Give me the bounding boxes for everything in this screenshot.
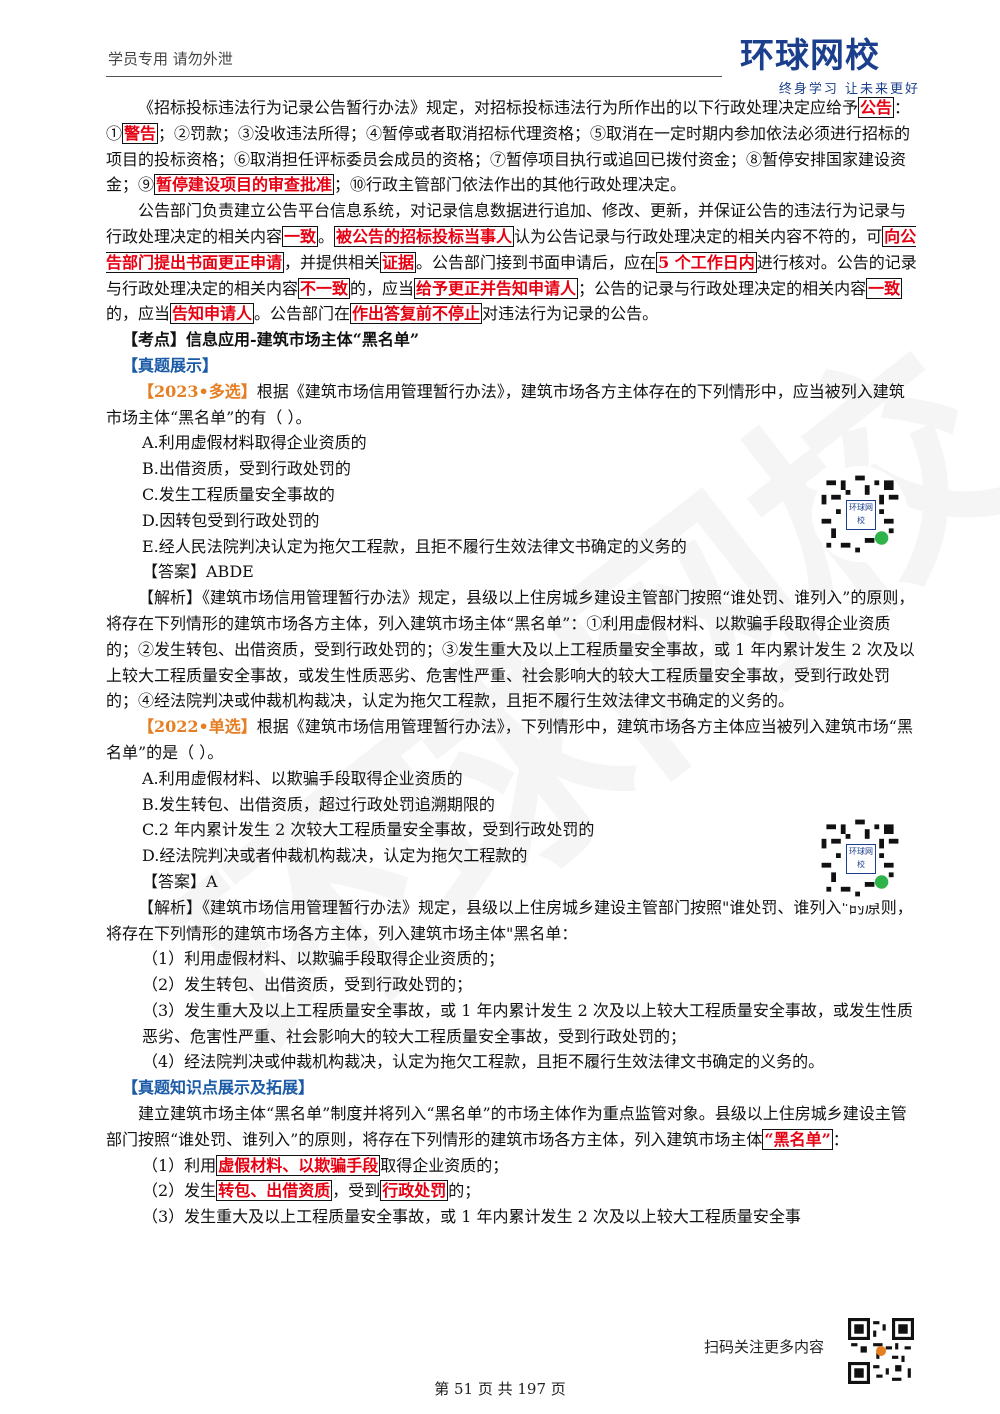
highlight: 一致	[282, 225, 319, 247]
text: 根据《建筑市场信用管理暂行办法》，建筑市场各方主体存在的下列情形中，应当被列入建…	[106, 381, 905, 427]
highlight: 暂停建设项目的审查批准	[154, 174, 335, 196]
header-note: 学员专用 请勿外泄	[108, 50, 233, 68]
extension-paragraph: 建立建筑市场主体“黑名单”制度并将列入“黑名单”的市场主体作为重点监管对象。县级…	[106, 1101, 918, 1153]
analysis-item: （1）利用虚假材料、以欺骗手段取得企业资质的；	[142, 949, 505, 969]
highlight: 5 个工作日内	[656, 251, 757, 273]
text: 建立建筑市场主体“黑名单”制度并将列入“黑名单”的市场主体作为重点监管对象。县级…	[106, 1104, 907, 1149]
logo-text: 环球网校	[740, 36, 880, 76]
text: （1）利用	[142, 1155, 217, 1175]
analysis: 【解析】《建筑市场信用管理暂行办法》规定，县级以上住房城乡建设主管部门按照“谁处…	[106, 588, 915, 711]
paragraph-penalties: 《招标投标违法行为记录公告暂行办法》规定，对招标投标违法行为所作出的以下行政处理…	[106, 95, 918, 198]
option-b: B.出借资质，受到行政处罚的	[142, 459, 351, 479]
kaodian-heading: 【考点】信息应用-建筑市场主体“黑名单”	[122, 330, 420, 350]
question-tag: 【2022•单选】	[138, 717, 257, 737]
highlight: 给予更正并告知申请人	[414, 277, 579, 299]
option-d: D.经法院判决或者仲裁机构裁决，认定为拖欠工程款的	[142, 846, 528, 866]
text: 。公告部门在	[254, 304, 351, 324]
question-2023-stem: 【2023•多选】根据《建筑市场信用管理暂行办法》，建筑市场各方主体存在的下列情…	[106, 379, 918, 431]
highlight: 不一致	[298, 277, 351, 299]
main-content: 《招标投标违法行为记录公告暂行办法》规定，对招标投标违法行为所作出的以下行政处理…	[106, 95, 918, 1230]
highlight: 作出答复前不停止	[350, 303, 483, 325]
extension-item: （2）发生转包、出借资质，受到行政处罚的；	[106, 1178, 918, 1204]
page-number: 第 51 页 共 197 页	[434, 1380, 566, 1398]
highlight: 被公告的招标投标当事人	[334, 225, 515, 247]
qr-code-icon	[812, 466, 908, 562]
paragraph-announcement-system: 公告部门负责建立公告平台信息系统，对记录信息数据进行追加、修改、更新，并保证公告…	[106, 198, 918, 327]
answer: 【答案】A	[142, 871, 218, 891]
text: 《招标投标违法行为记录公告暂行办法》规定，对招标投标违法行为所作出的以下行政处理…	[138, 98, 859, 117]
text: 进行核对。公告的记录与行政处理决定的相关内容	[106, 252, 917, 298]
text: 的，应当	[106, 304, 171, 324]
question-2022-stem: 【2022•单选】根据《建筑市场信用管理暂行办法》，下列情形中，建筑市场各方主体…	[106, 714, 918, 766]
option-a: A.利用虚假材料、以欺骗手段取得企业资质的	[142, 768, 463, 788]
highlight: 虚假材料、以欺骗手段	[216, 1154, 381, 1176]
text: 。	[318, 226, 335, 246]
highlight: 公告	[858, 97, 895, 118]
logo: 环球网校 终身学习 让未来更好	[740, 36, 920, 98]
text: ，受到	[332, 1181, 381, 1201]
text: ，并提供相关	[284, 252, 381, 272]
option-b: B.发生转包、出借资质，超过行政处罚追溯期限的	[142, 794, 495, 814]
logo-tagline: 终身学习 让未来更好	[778, 82, 920, 97]
question-tag: 【2023•多选】	[138, 381, 257, 401]
highlight: 证据	[380, 251, 417, 273]
analysis: 【解析】《建筑市场信用管理暂行办法》规定，县级以上住房城乡建设主管部门按照"谁处…	[106, 897, 913, 943]
analysis-item: （4）经法院判决或仲裁机构裁决，认定为拖欠工程款，且拒不履行生效法律文书确定的义…	[142, 1052, 825, 1072]
footer-qr-code	[848, 1318, 914, 1384]
text: 根据《建筑市场信用管理暂行办法》，下列情形中，建筑市场各方主体应当被列入建筑市场…	[106, 717, 913, 762]
option-a: A.利用虚假材料取得企业资质的	[142, 433, 367, 453]
text: 取得企业资质的；	[380, 1155, 509, 1175]
option-e: E.经人民法院判决认定为拖欠工程款，且拒不履行生效法律文书确定的义务的	[142, 536, 687, 556]
text: ；公告的记录与行政处理决定的相关内容	[578, 278, 867, 298]
highlight: “黑名单”	[762, 1128, 833, 1150]
analysis-item: （2）发生转包、出借资质，受到行政处罚的；	[142, 975, 473, 995]
text: 公告部门负责建立公告平台信息系统，对记录信息数据进行追加、修改、更新，并保证公告…	[106, 201, 907, 246]
option-c: C.2 年内累计发生 2 次较大工程质量安全事故，受到行政处罚的	[142, 820, 595, 840]
text: 。公告部门接到书面申请后，应在	[416, 252, 657, 272]
highlight: 告知申请人	[170, 303, 255, 325]
footer-scan-text: 扫码关注更多内容	[704, 1338, 825, 1356]
highlight: 转包、出借资质	[216, 1180, 333, 1202]
qr-logo: 环球网校	[846, 844, 876, 874]
text: ；⑩行政主管部门依法作出的其他行政处理决定。	[334, 175, 687, 195]
extension-item: （3）发生重大及以上工程质量安全事故，或 1 年内累计发生 2 次及以上较大工程…	[142, 1207, 801, 1227]
text: ；②罚款；③没收违法所得；④暂停或者取消招标代理资格；⑤取消在一定时期内参加依法…	[106, 123, 911, 195]
answer: 【答案】ABDE	[142, 562, 254, 582]
highlight: 一致	[866, 277, 903, 299]
extension-item: （1）利用虚假材料、以欺骗手段取得企业资质的；	[106, 1153, 918, 1179]
header-rule	[106, 76, 722, 77]
qr-code: 环球网校	[812, 810, 908, 906]
highlight: 行政处罚	[380, 1180, 449, 1202]
text: 认为公告记录与行政处理决定的相关内容不符的，可	[514, 226, 883, 246]
qr-logo: 环球网校	[846, 500, 876, 530]
text: ：①	[106, 98, 911, 143]
text: （2）发生	[142, 1181, 217, 1201]
option-c: C.发生工程质量安全事故的	[142, 484, 335, 504]
analysis-item: （3）发生重大及以上工程质量安全事故，或 1 年内累计发生 2 次及以上较大工程…	[142, 1000, 913, 1046]
highlight: 警告	[122, 122, 159, 144]
zhenti-heading: 【真题展示】	[122, 355, 219, 375]
option-d: D.因转包受到行政处罚的	[142, 510, 320, 530]
extension-heading: 【真题知识点展示及拓展】	[122, 1078, 315, 1098]
footer-qr-icon	[848, 1318, 914, 1384]
qr-code: 环球网校	[812, 466, 908, 562]
text: 对违法行为记录的公告。	[482, 304, 659, 324]
text: ：	[832, 1129, 849, 1149]
text: 的，应当	[350, 278, 415, 298]
text: 的；	[448, 1181, 481, 1201]
highlight: 向公告部门提出书面更正申请	[106, 225, 917, 273]
